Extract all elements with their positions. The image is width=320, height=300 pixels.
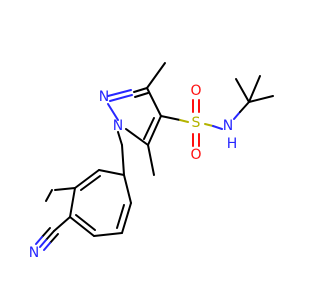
bond-ar-2b [80, 175, 101, 191]
bond-c3-c4 [146, 87, 162, 117]
bond-c4-c5-a [147, 115, 162, 146]
atom-oxygen-bottom: O [190, 147, 201, 163]
molecule-diagram: N N S O O N H N [29, 62, 274, 261]
bond-cn-triple-c2 [43, 242, 51, 251]
bond-ar-4 [69, 216, 95, 237]
bond-s-n-b [212, 125, 223, 130]
atom-sulfur: S [192, 115, 201, 131]
bond-n2-c3-a [133, 87, 148, 93]
atom-n-amide: N [223, 118, 233, 134]
bond-cn-triple-b [41, 227, 51, 238]
bond-ar-6 [121, 202, 132, 234]
bond-ch2 [121, 144, 125, 176]
bond-ar-2 [74, 169, 100, 189]
bond-cn-triple-a2 [39, 239, 47, 248]
atom-n-nitrile: N [29, 245, 39, 261]
bond-n1-ring [107, 103, 119, 121]
bond-n1-n2-a [107, 89, 132, 97]
atom-oxygen-top: O [190, 83, 201, 99]
bond-n1-ch2 [117, 131, 123, 146]
atom-h-amide: H [227, 136, 238, 152]
structure-canvas: N N S O O N H N [28, 62, 274, 261]
bond-ar-7 [123, 174, 132, 204]
bond-cq-me3 [248, 75, 261, 103]
bond-ar-4b [75, 214, 96, 231]
atom-n-ring-top: N [99, 89, 109, 105]
bond-ar-3 [69, 187, 76, 218]
bond-cn-1 [45, 189, 53, 202]
bond-ar-5 [93, 232, 123, 237]
bond-cn-triple-a [45, 230, 55, 241]
bond-c-cn [53, 216, 71, 232]
bond-methyl-c3 [146, 62, 166, 89]
bond-s-n [204, 123, 214, 127]
bond-methyl-c5 [147, 144, 155, 176]
bond-cn-triple-c [49, 233, 59, 244]
bond-s-link [179, 119, 189, 123]
atom-n-ring-bottom: N [113, 118, 123, 134]
bond-ar-cn [54, 187, 76, 191]
bond-n2-c3-b [134, 92, 149, 98]
bond-ar-1 [98, 169, 125, 176]
bond-cn-triple-b2 [35, 236, 43, 245]
bond-ar-6b [116, 204, 125, 229]
bond-c5-n1 [125, 128, 149, 146]
bond-cq-me1 [235, 78, 250, 103]
bond-n-cq-b [239, 101, 250, 113]
bond-n1-n2-b [109, 94, 133, 102]
bond-c4-c5-b [143, 117, 155, 140]
bond-n-cq [233, 111, 241, 120]
bond-c4-s [160, 115, 181, 121]
bond-cq-me2 [248, 95, 274, 103]
